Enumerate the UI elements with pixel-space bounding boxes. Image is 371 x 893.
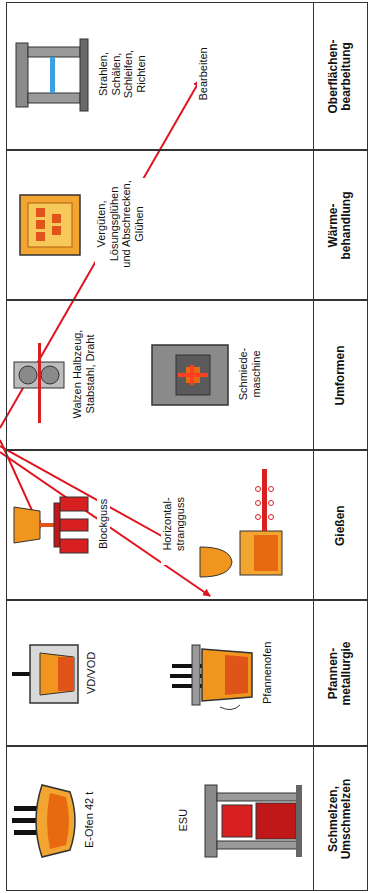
- machining-icon: [16, 39, 88, 111]
- heading-cell: Gießen: [313, 451, 367, 599]
- column-heading: Schmelzen, Umschmelzen: [327, 753, 355, 885]
- vacuum-vessel-icon: [12, 645, 78, 703]
- process-column: Umformen Walzen Halbzeug, Stabstahl, Drah…: [6, 300, 368, 450]
- column-heading: Wärme- behandlung: [327, 175, 355, 277]
- process-column: Oberflächen- bearbeitung Strahlen, Schäle…: [6, 2, 368, 150]
- process-column: Wärme- behandlung Vergüten, Lösungsglühen…: [6, 150, 368, 300]
- item-label: Pfannenofen: [261, 641, 274, 705]
- process-column: Schmelzen, Umschmelzen E-Ofen 42 t ESU: [6, 746, 368, 891]
- process-column: Pfannen- metallurgie VD/VOD Pfannenofen: [6, 600, 368, 746]
- red-arrow: [0, 452, 210, 596]
- ingot-casting-icon: [14, 497, 88, 553]
- item-label: E-Ofen 42 t: [83, 791, 96, 849]
- column-heading: Pfannen- metallurgie: [327, 628, 355, 720]
- ladle-furnace-icon: [170, 645, 252, 710]
- column-heading: Gießen: [334, 504, 348, 547]
- heading-cell: Umformen: [313, 301, 367, 449]
- heading-cell: Wärme- behandlung: [313, 151, 367, 299]
- column-heading: Umformen: [334, 344, 348, 406]
- heading-cell: Pfannen- metallurgie: [313, 601, 367, 745]
- heading-cell: Schmelzen, Umschmelzen: [313, 747, 367, 890]
- red-arrow: [0, 446, 176, 544]
- item-label: Horizontal- strangguss: [161, 483, 186, 565]
- forging-machine-icon: [152, 345, 228, 405]
- esr-icon: [205, 785, 302, 857]
- rolling-mill-icon: [14, 343, 64, 423]
- item-label: Schmiede- maschine: [237, 333, 262, 415]
- heading-cell: Oberflächen- bearbeitung: [313, 3, 367, 149]
- horizontal-caster-icon: [200, 469, 282, 577]
- furnace-icon: [20, 195, 80, 255]
- item-label: Bearbeiten: [197, 46, 210, 101]
- item-label: Strahlen, Schälen, Schleifen, Richten: [97, 41, 148, 107]
- column-heading: Oberflächen- bearbeitung: [327, 21, 355, 133]
- item-label: ESU: [177, 808, 190, 833]
- process-column: Gießen Blockguss Horizontal- strangguss: [6, 450, 368, 600]
- item-label: VD/VOD: [85, 651, 98, 695]
- item-label: Vergüten, Lösungsglühen und Abschrecken,…: [95, 178, 146, 270]
- arc-furnace-icon: [12, 785, 75, 857]
- item-label: Blockguss: [97, 498, 110, 550]
- item-label: Walzen Halbzeug, Stabstahl, Draht: [71, 318, 96, 430]
